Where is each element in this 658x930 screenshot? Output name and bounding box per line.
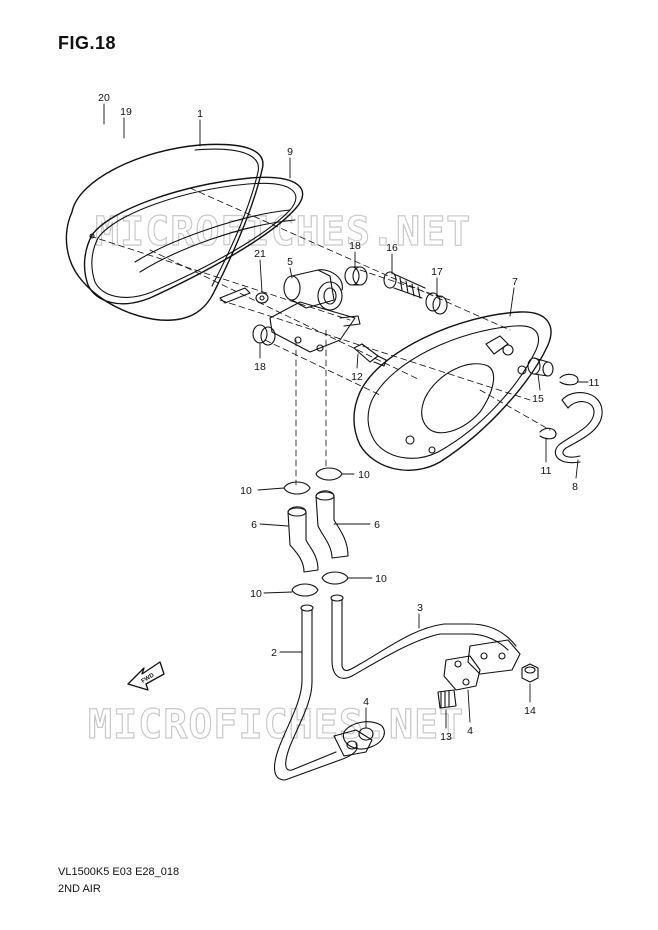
callout-20: 20: [98, 92, 110, 104]
seal-strip: [219, 287, 251, 304]
callout-6-left: 6: [251, 519, 257, 531]
spacer-17: [425, 292, 448, 315]
callout-leader-lines: [103, 103, 589, 729]
callout-13: 13: [440, 731, 452, 743]
callout-11-bottom: 11: [541, 465, 552, 477]
clamp-10-d: [321, 571, 349, 585]
clamp-10-b: [315, 467, 343, 481]
figure-name: 2ND AIR: [58, 883, 101, 895]
callout-19: 19: [120, 106, 132, 118]
callout-6-right: 6: [374, 519, 380, 531]
hose-6-right: [315, 490, 349, 559]
backplate: [353, 311, 552, 471]
figure-code: VL1500K5 E03 E28_018: [58, 866, 180, 878]
pipe-2: [274, 604, 373, 781]
callout-18-bottom: 18: [254, 361, 266, 373]
clamp-10-a: [283, 481, 311, 495]
callout-8: 8: [572, 481, 578, 493]
gasket-4-right: [443, 655, 481, 691]
callout-17: 17: [431, 266, 443, 278]
callout-labels: 20 19 1 9 18 16 17 21 5 7 18 12 15 11 11…: [98, 92, 599, 743]
callout-18-top: 18: [349, 240, 361, 252]
figure-title: FIG.18: [58, 33, 117, 53]
callout-10-b: 10: [240, 485, 252, 497]
watermark-top: MICROFICHES.NET: [95, 209, 471, 255]
callout-7: 7: [512, 276, 518, 288]
nut-21: [255, 292, 269, 304]
callout-3: 3: [417, 602, 423, 614]
spacer-18-top: [344, 266, 368, 286]
nut-14: [521, 663, 539, 683]
callout-10-a: 10: [358, 469, 370, 481]
callout-12: 12: [351, 371, 363, 383]
callout-2: 2: [271, 647, 277, 659]
callout-21: 21: [254, 248, 266, 260]
callout-4-right: 4: [467, 725, 473, 737]
spacer-18-bottom: [252, 324, 276, 346]
callout-9: 9: [287, 146, 293, 158]
clip-11-bottom: [539, 427, 557, 440]
hose-8: [554, 392, 603, 464]
bolt-16: [383, 271, 426, 299]
callout-15: 15: [532, 393, 544, 405]
pipe-3: [330, 594, 521, 679]
callout-11-top: 11: [589, 377, 600, 389]
watermark-bottom: MICROFICHES.NET: [88, 702, 464, 748]
clamp-10-c: [291, 583, 319, 597]
forward-arrow-icon: [127, 661, 165, 691]
callout-16: 16: [386, 242, 398, 254]
callout-14: 14: [524, 705, 536, 717]
callout-10-c: 10: [250, 588, 262, 600]
callout-5: 5: [287, 256, 293, 268]
callout-4-left: 4: [363, 696, 369, 708]
clip-11-top: [559, 373, 579, 386]
nipple-15: [527, 357, 554, 377]
stud-13: [437, 689, 457, 709]
fitting-12: [353, 343, 387, 367]
gasket-ring: [83, 176, 304, 305]
hose-6-left: [287, 506, 319, 573]
callout-1: 1: [197, 108, 203, 120]
callout-10-d: 10: [375, 573, 387, 585]
